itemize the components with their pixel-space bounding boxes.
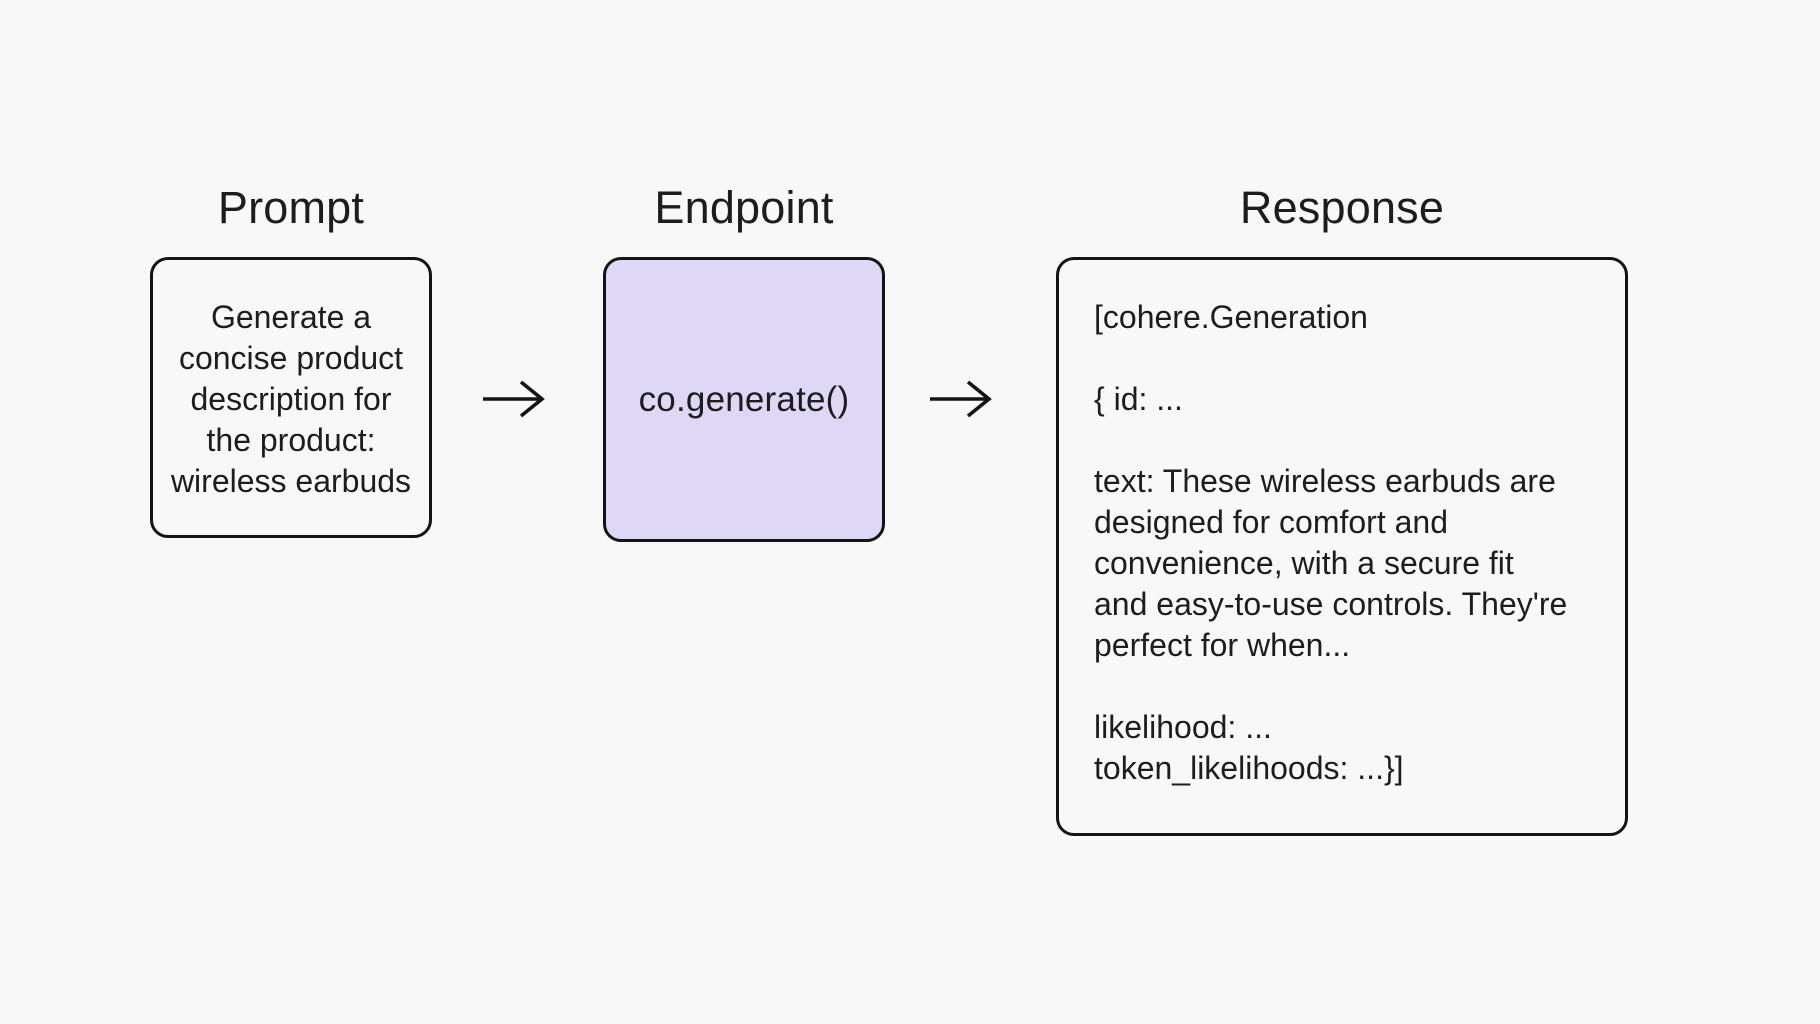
endpoint-title: Endpoint — [654, 182, 834, 233]
endpoint-box: co.generate() — [603, 257, 885, 542]
right-arrow-icon — [930, 380, 992, 418]
prompt-title: Prompt — [217, 182, 365, 233]
prompt-box-text: Generate a concise product description f… — [170, 299, 412, 499]
response-title: Response — [1239, 182, 1445, 233]
response-box-text: [cohere.Generation { id: ... text: These… — [1094, 299, 1568, 786]
right-arrow-icon — [483, 380, 545, 418]
endpoint-box-text: co.generate() — [638, 379, 850, 419]
response-box: [cohere.Generation { id: ... text: These… — [1056, 257, 1628, 836]
prompt-box: Generate a concise product description f… — [150, 257, 432, 538]
